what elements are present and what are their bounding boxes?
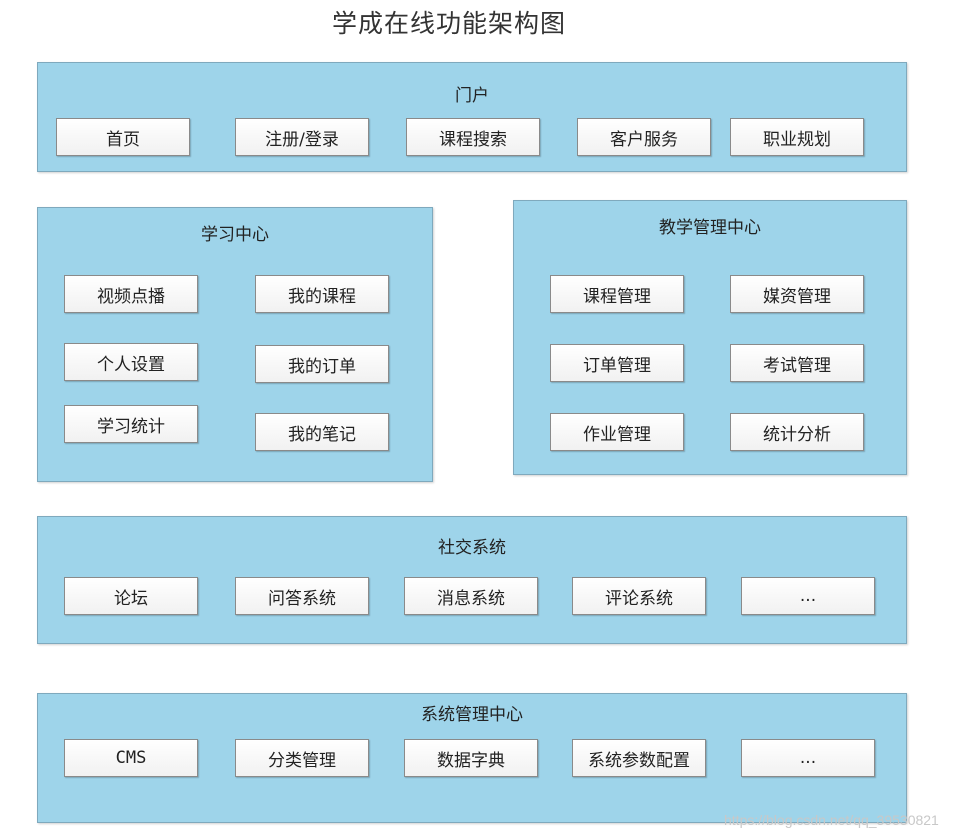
- learning-my-notes: 我的笔记: [255, 413, 389, 451]
- portal-label: 门户: [455, 86, 489, 106]
- portal-panel: 门户 首页 注册/登录 课程搜索 客户服务 职业规划: [37, 62, 907, 172]
- teaching-statistical-analysis: 统计分析: [730, 413, 864, 451]
- portal-customer-service: 客户服务: [577, 118, 711, 156]
- learning-personal-settings: 个人设置: [64, 343, 198, 381]
- watermark-url: https://blog.csdn.net/qq_39530821: [724, 812, 939, 828]
- social-forum: 论坛: [64, 577, 198, 615]
- system-more: ...: [741, 739, 875, 777]
- system-parameter-config: 系统参数配置: [572, 739, 706, 777]
- learning-center-label: 学习中心: [201, 225, 269, 245]
- portal-home: 首页: [56, 118, 190, 156]
- portal-register-login: 注册/登录: [235, 118, 369, 156]
- teaching-homework-management: 作业管理: [550, 413, 684, 451]
- social-message-system: 消息系统: [404, 577, 538, 615]
- social-comment-system: 评论系统: [572, 577, 706, 615]
- learning-study-stats: 学习统计: [64, 405, 198, 443]
- social-more: ...: [741, 577, 875, 615]
- learning-my-orders: 我的订单: [255, 345, 389, 383]
- teaching-exam-management: 考试管理: [730, 344, 864, 382]
- learning-video-on-demand: 视频点播: [64, 275, 198, 313]
- teaching-media-management: 媒资管理: [730, 275, 864, 313]
- teaching-management-panel: 教学管理中心 课程管理 媒资管理 订单管理 考试管理 作业管理 统计分析: [513, 200, 907, 475]
- social-qa-system: 问答系统: [235, 577, 369, 615]
- system-management-panel: 系统管理中心 CMS 分类管理 数据字典 系统参数配置 ...: [37, 693, 907, 823]
- teaching-course-management: 课程管理: [550, 275, 684, 313]
- learning-center-panel: 学习中心 视频点播 我的课程 个人设置 我的订单 学习统计 我的笔记: [37, 207, 433, 482]
- portal-course-search: 课程搜索: [406, 118, 540, 156]
- social-system-panel: 社交系统 论坛 问答系统 消息系统 评论系统 ...: [37, 516, 907, 644]
- system-data-dictionary: 数据字典: [404, 739, 538, 777]
- portal-career-planning: 职业规划: [730, 118, 864, 156]
- teaching-order-management: 订单管理: [550, 344, 684, 382]
- learning-my-courses: 我的课程: [255, 275, 389, 313]
- social-system-label: 社交系统: [438, 538, 506, 558]
- diagram-title: 学成在线功能架构图: [331, 9, 566, 38]
- teaching-management-label: 教学管理中心: [659, 218, 761, 238]
- system-cms: CMS: [64, 739, 198, 777]
- system-management-label: 系统管理中心: [421, 705, 523, 725]
- system-category-management: 分类管理: [235, 739, 369, 777]
